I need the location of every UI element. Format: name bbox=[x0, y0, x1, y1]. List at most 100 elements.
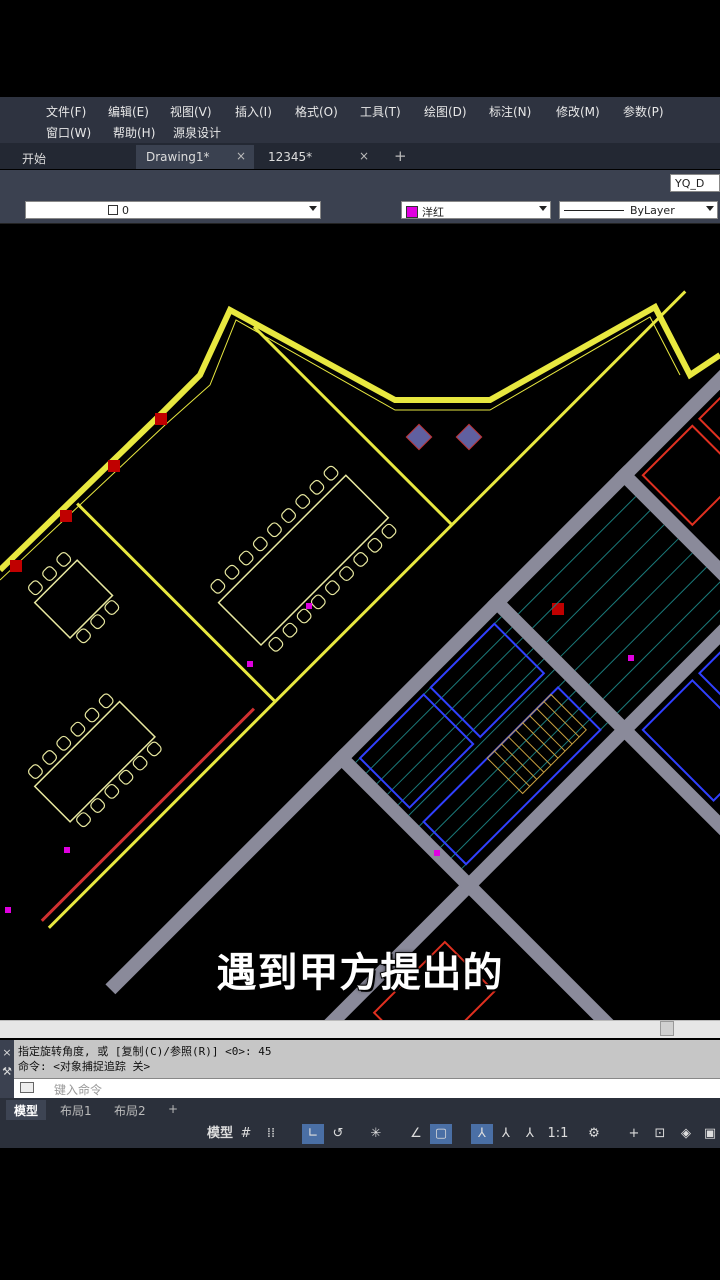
chair bbox=[90, 798, 106, 813]
chair bbox=[70, 721, 86, 737]
drawing-canvas[interactable] bbox=[0, 225, 720, 1020]
ortho-icon[interactable]: ∟ bbox=[302, 1124, 324, 1144]
auto-scale-icon[interactable]: ⅄ bbox=[502, 1126, 510, 1141]
status-bar: 模型 # ⁞⁞ ∟ ↺ ✳ ∠ ▢ ⅄ ⅄ ⅄ 1:1 ⚙ + ⊡ ◈ ▣ bbox=[0, 1120, 720, 1148]
hardware-accel-icon[interactable]: ◈ bbox=[681, 1126, 691, 1141]
menu-item[interactable]: 文件(F) bbox=[46, 105, 87, 119]
linetype-preview bbox=[564, 210, 624, 211]
isolate-icon[interactable]: ⊡ bbox=[654, 1126, 666, 1141]
angle-icon[interactable]: ∠ bbox=[410, 1126, 422, 1141]
chair bbox=[56, 735, 72, 751]
standard-toolbar bbox=[0, 170, 720, 361]
chevron-down-icon bbox=[309, 206, 317, 211]
tab-layout1[interactable]: 布局1 bbox=[60, 1104, 92, 1118]
chair bbox=[90, 614, 106, 630]
scrollbar-thumb[interactable] bbox=[660, 1021, 674, 1036]
chair bbox=[238, 550, 254, 566]
close-icon[interactable]: × bbox=[359, 149, 370, 163]
chair bbox=[28, 580, 43, 596]
menu-item[interactable]: 源泉设计 bbox=[173, 126, 222, 140]
close-icon[interactable]: × bbox=[236, 149, 247, 163]
annotation-visibility-icon[interactable]: ⅄ bbox=[471, 1124, 493, 1144]
facade-inner-line bbox=[0, 316, 681, 581]
new-tab-button[interactable]: + bbox=[394, 147, 407, 165]
chair bbox=[98, 693, 114, 709]
clean-screen-icon[interactable]: ▣ bbox=[703, 1126, 717, 1141]
menu-item[interactable]: 绘图(D) bbox=[424, 105, 467, 119]
osnap-icon[interactable]: ✳ bbox=[370, 1126, 382, 1141]
command-input[interactable]: 键入命令 bbox=[14, 1078, 720, 1098]
tab-label: Drawing1* bbox=[146, 150, 210, 164]
menu-item[interactable]: 插入(I) bbox=[235, 105, 272, 119]
chair bbox=[210, 578, 226, 594]
menu-item[interactable]: 视图(V) bbox=[170, 105, 212, 119]
chair bbox=[146, 741, 162, 757]
chair bbox=[56, 552, 72, 567]
tab-layout2[interactable]: 布局2 bbox=[114, 1104, 146, 1118]
chair bbox=[281, 508, 297, 524]
gear-icon[interactable]: ⚙ bbox=[588, 1126, 600, 1141]
horizontal-scrollbar[interactable] bbox=[0, 1020, 720, 1038]
plus-icon[interactable]: + bbox=[628, 1126, 640, 1141]
chair bbox=[310, 594, 326, 610]
menu-item[interactable]: 参数(P) bbox=[623, 105, 664, 119]
display-cases bbox=[405, 423, 483, 451]
command-line-handle[interactable]: × ⚒ bbox=[0, 1040, 14, 1098]
scale-select[interactable]: 1:1 bbox=[547, 1126, 569, 1141]
annotation-scale-icon[interactable]: ⅄ bbox=[526, 1126, 534, 1141]
columns bbox=[10, 413, 564, 615]
document-tabs: 开始 Drawing1* × 12345* × + bbox=[0, 143, 720, 169]
menu-item[interactable]: 帮助(H) bbox=[113, 126, 156, 140]
chair bbox=[28, 764, 43, 780]
add-layout-button[interactable]: + bbox=[168, 1102, 179, 1116]
linetype-select[interactable]: ByLayer bbox=[559, 201, 718, 219]
chair bbox=[268, 636, 284, 652]
chair bbox=[104, 600, 120, 615]
chevron-down-icon bbox=[539, 206, 547, 211]
linetype-value: ByLayer bbox=[630, 204, 675, 217]
chair bbox=[367, 537, 383, 553]
tab-start[interactable]: 开始 bbox=[12, 145, 132, 169]
menu-item[interactable]: 格式(O) bbox=[295, 105, 338, 119]
menu-item[interactable]: 标注(N) bbox=[489, 105, 532, 119]
tab-12345[interactable]: 12345* bbox=[258, 145, 378, 169]
snap-icon[interactable]: ⁞⁞ bbox=[266, 1126, 276, 1141]
chair bbox=[132, 755, 148, 771]
chair bbox=[324, 580, 340, 596]
chair bbox=[42, 566, 58, 582]
command-prompt-icon[interactable] bbox=[20, 1082, 34, 1093]
grid-icon[interactable]: # bbox=[240, 1126, 252, 1141]
tab-drawing1[interactable]: Drawing1* bbox=[136, 145, 254, 169]
command-placeholder: 键入命令 bbox=[54, 1083, 103, 1097]
layer-value: 0 bbox=[122, 204, 129, 217]
tab-model[interactable]: 模型 bbox=[6, 1100, 47, 1121]
floor-plan-drawing bbox=[0, 290, 720, 1020]
color-value: 洋红 bbox=[422, 206, 444, 219]
chair bbox=[118, 769, 134, 785]
chevron-down-icon bbox=[706, 206, 714, 211]
chair bbox=[224, 564, 240, 580]
selection-cycle-icon[interactable]: ▢ bbox=[430, 1124, 452, 1144]
command-history-line: 指定旋转角度, 或 [复制(C)/参照(R)] <0>: 45 bbox=[18, 1045, 272, 1058]
layer-color-swatch bbox=[108, 205, 118, 215]
tab-label: 12345* bbox=[268, 150, 313, 164]
menu-item[interactable]: 修改(M) bbox=[556, 105, 600, 119]
tab-label: 开始 bbox=[22, 152, 47, 166]
menu-item[interactable]: 窗口(W) bbox=[46, 126, 92, 140]
color-select[interactable]: 洋红 bbox=[401, 201, 551, 219]
chair bbox=[323, 465, 339, 481]
chair bbox=[296, 608, 312, 624]
close-icon[interactable]: × bbox=[2, 1046, 12, 1059]
menu-bar bbox=[0, 97, 720, 211]
model-space-button[interactable]: 模型 bbox=[206, 1126, 233, 1141]
chairs bbox=[28, 465, 397, 828]
polar-icon[interactable]: ↺ bbox=[332, 1126, 344, 1141]
menu-item[interactable]: 工具(T) bbox=[360, 105, 401, 119]
magenta-markers bbox=[5, 603, 634, 913]
text-style-field[interactable]: YQ_D bbox=[670, 174, 720, 192]
rotated-plan bbox=[28, 290, 720, 1020]
layer-select[interactable]: 0 bbox=[25, 201, 321, 219]
wrench-icon[interactable]: ⚒ bbox=[2, 1065, 12, 1078]
menu-item[interactable]: 编辑(E) bbox=[108, 105, 149, 119]
chair bbox=[267, 522, 282, 538]
